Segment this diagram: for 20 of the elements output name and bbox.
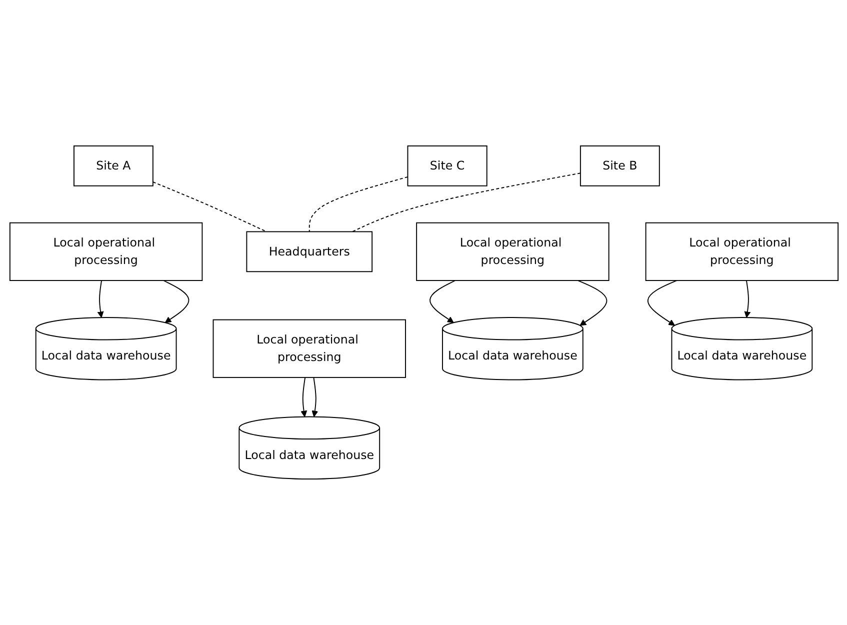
node-box [406,145,487,186]
arrow [429,280,456,323]
arrow [311,377,318,418]
node-box [416,222,609,282]
node-box [579,145,660,186]
diagram-drawing: Site A Local operational processing Local data warehouse Headquarters Local operational processing Local data warehouse Site C Local operational processing Local data warehouse Site B Local operational processing Local data warehouse [4,140,844,485]
arrow [646,280,677,326]
arrow [96,280,104,318]
node-box [8,222,202,282]
node-box [73,145,153,186]
connector [351,172,580,232]
connector [152,182,266,232]
arrow [162,280,189,323]
arrow [577,280,607,326]
arrow [744,280,750,318]
arrow [300,377,307,418]
node-box [212,319,406,378]
node-box [246,231,372,272]
node-box [644,222,838,282]
connector [308,176,408,232]
